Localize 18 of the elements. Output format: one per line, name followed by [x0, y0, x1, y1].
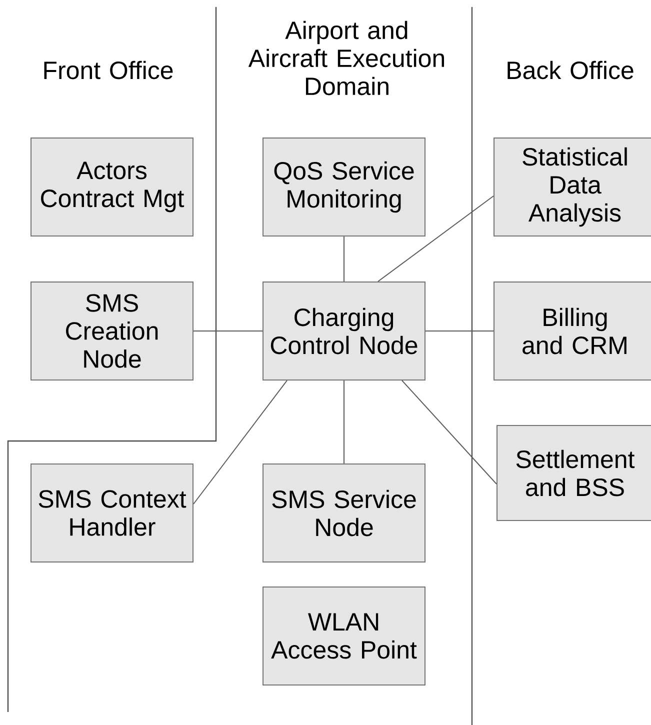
process-box: Settlement and BSS: [496, 425, 651, 521]
process-box: SMS Creation Node: [30, 282, 194, 380]
process-box: WLAN Access Point: [262, 586, 426, 686]
process-box: SMS Context Handler: [30, 464, 194, 562]
connector-line: [193, 330, 263, 332]
domain-heading: Airport and Aircraft Execution Domain: [248, 20, 444, 96]
domain-heading: Back Office: [508, 60, 634, 80]
process-box: SMS Service Node: [262, 464, 426, 562]
domain-heading: Front Office: [44, 60, 173, 80]
connector-line: [378, 196, 494, 282]
process-box: Statistical Data Analysis: [494, 138, 651, 236]
process-box: Billing and CRM: [494, 282, 651, 380]
process-box: Charging Control Node: [262, 282, 426, 380]
process-box: Actors Contract Mgt: [30, 138, 194, 236]
process-box: QoS Service Monitoring: [262, 138, 426, 236]
connector-line: [402, 380, 497, 484]
connector-line: [193, 380, 288, 504]
connector-line: [425, 330, 494, 332]
